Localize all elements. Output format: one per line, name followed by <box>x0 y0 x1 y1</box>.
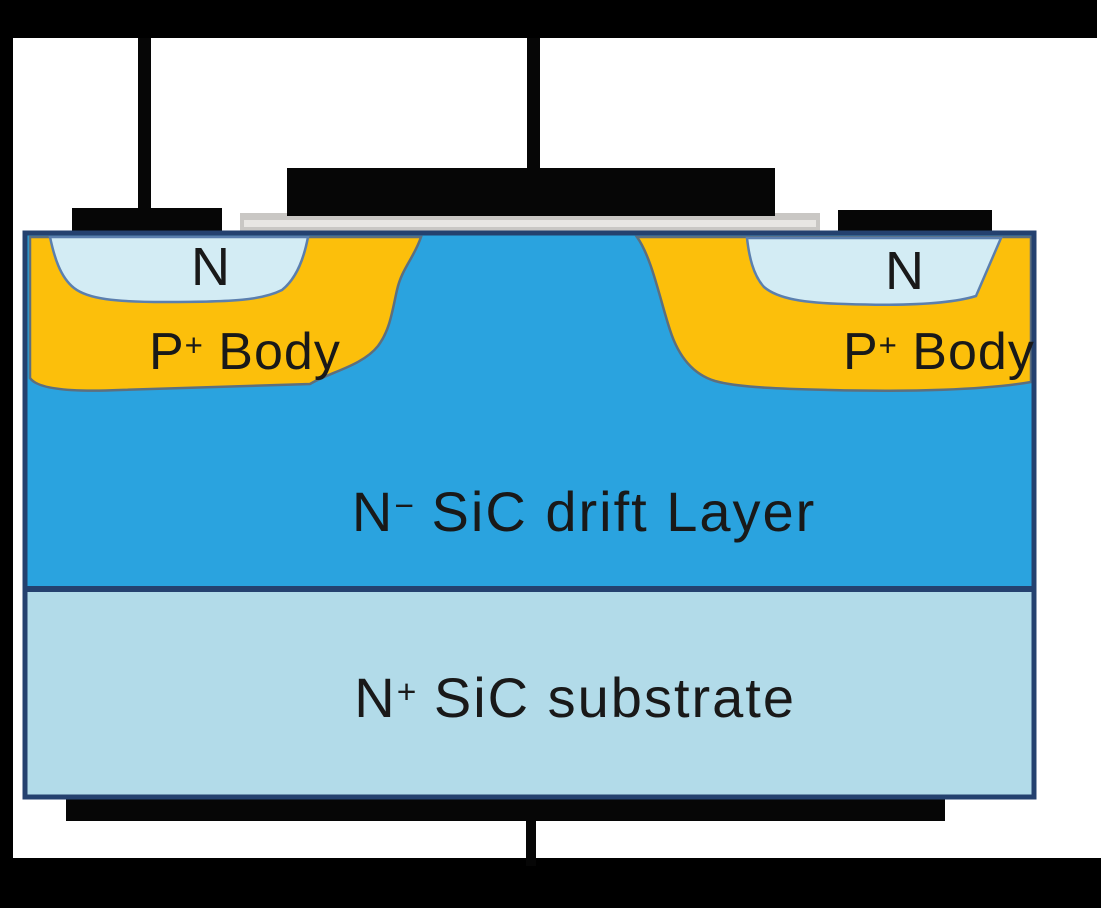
source-terminal-lead <box>138 38 151 212</box>
n-source-right-label: N <box>821 190 925 352</box>
n-source-right-text: N <box>885 241 926 301</box>
drain-terminal-lead <box>526 814 536 866</box>
p-body-right-sup: + <box>878 327 897 363</box>
device-outline <box>22 230 1037 800</box>
substrate-label: N+ SiC substrate <box>284 614 796 782</box>
n-source-left-region <box>48 235 310 304</box>
n-source-right-region <box>745 236 1003 306</box>
drift-label-rest: SiC drift Layer <box>413 480 817 543</box>
drift-substrate-boundary <box>25 586 1034 592</box>
drift-label-sup: − <box>394 487 414 525</box>
p-body-left-sup: + <box>184 327 203 363</box>
p-body-right-base: P <box>842 323 879 381</box>
gate-oxide-highlight <box>244 220 816 227</box>
drift-layer-label: N− SiC drift Layer <box>282 428 817 596</box>
substrate-label-rest: SiC substrate <box>416 666 796 729</box>
p-body-right-rest: Body <box>896 323 1035 381</box>
substrate-region <box>25 591 1034 797</box>
gate-terminal-lead <box>527 38 540 172</box>
canvas-right-strip <box>1097 0 1101 858</box>
drift-label-base: N <box>351 480 395 543</box>
p-body-right-label: P+ Body <box>781 274 1035 430</box>
n-source-left-text: N <box>191 237 232 297</box>
p-body-left-label: P+ Body <box>87 274 341 430</box>
n-source-left-label: N <box>127 186 231 348</box>
substrate-label-sup: + <box>396 673 417 711</box>
p-body-left-base: P <box>148 323 185 381</box>
p-body-left-rest: Body <box>202 323 341 381</box>
drain-contact <box>66 797 945 821</box>
gate-contact <box>287 168 775 216</box>
substrate-label-base: N <box>354 666 397 729</box>
